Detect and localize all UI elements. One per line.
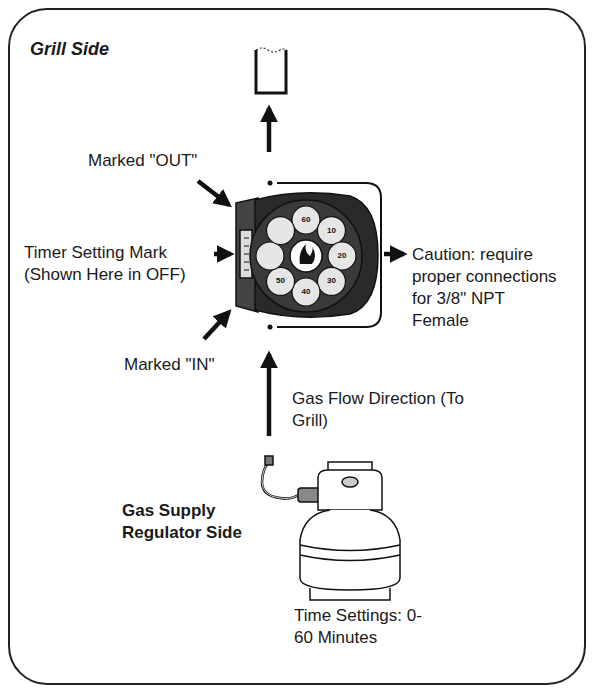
settings-note: Time Settings: 0-60 Minutes	[294, 605, 434, 649]
page-frame	[9, 9, 585, 684]
callout-text: Timer Setting Mark (Shown Here in OFF)	[24, 242, 212, 286]
dial-number: 40	[302, 288, 311, 296]
propane-tank	[262, 456, 400, 600]
caution-note: Caution: require proper connections for …	[412, 244, 562, 332]
gas-timer	[236, 193, 378, 317]
dial-number: 20	[338, 252, 347, 260]
dial-number: 30	[327, 277, 336, 285]
arrows	[198, 108, 404, 436]
flow-label: Gas Flow Direction (To Grill)	[292, 388, 472, 432]
dial-number: 10	[327, 227, 336, 235]
port-label: Marked "OUT"	[88, 150, 228, 172]
grill-symbol	[256, 48, 287, 93]
dial-number: 50	[276, 277, 285, 285]
diagram-title: Grill Side	[30, 38, 109, 61]
port-label: Marked "IN"	[124, 354, 244, 376]
dial-number: 60	[302, 216, 311, 224]
supply-label: Gas Supply Regulator Side	[122, 500, 262, 544]
